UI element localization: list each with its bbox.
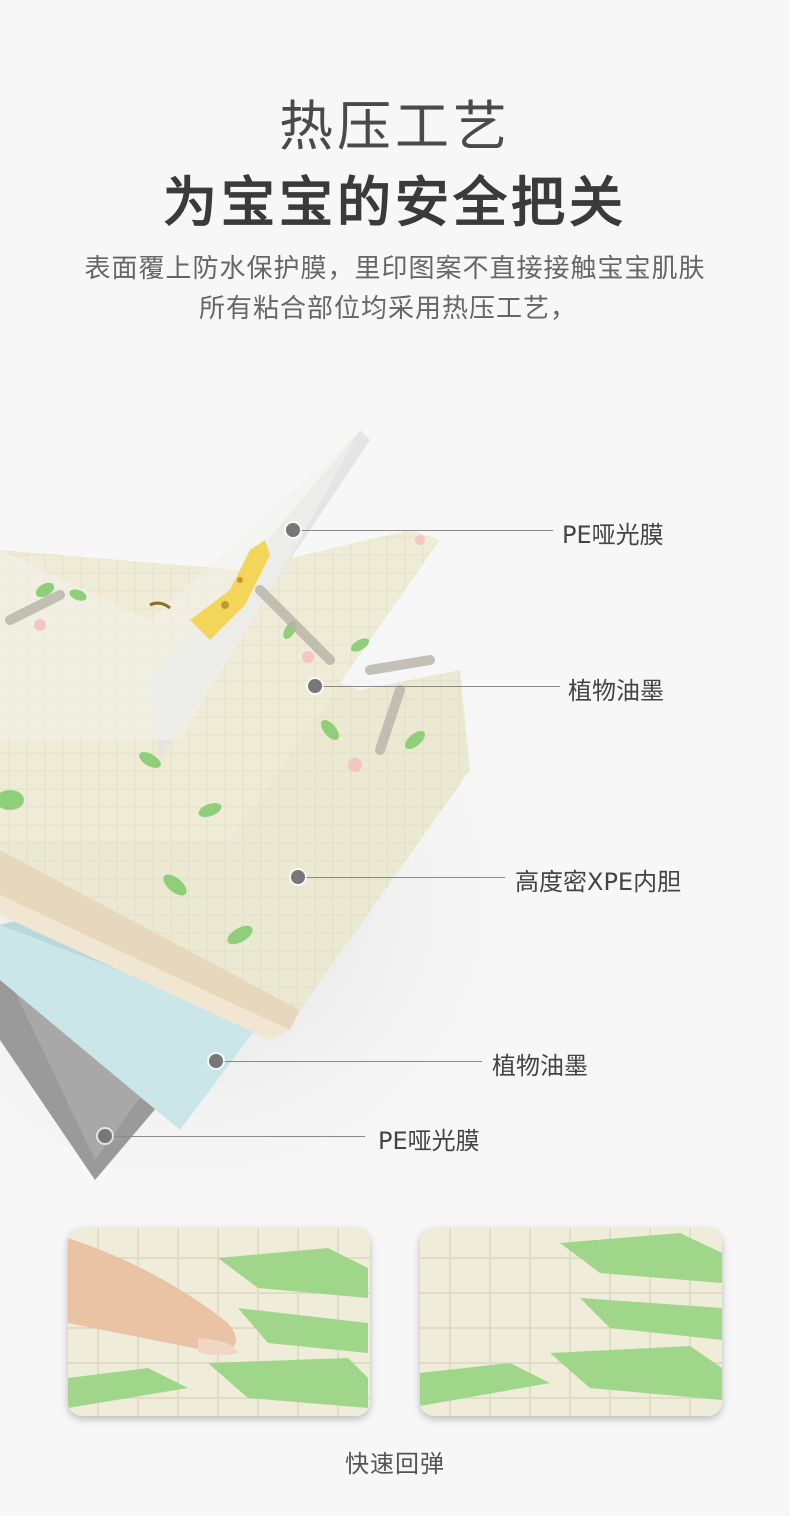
title-line-1: 热压工艺 [279,95,511,158]
finger-illustration [68,1238,236,1353]
layer-label-xpe-core: 高度密XPE内胆 [515,868,682,896]
title-line-2: 为宝宝的安全把关 [163,171,627,234]
callout-line-1 [293,530,553,531]
rebound-photo-restored [420,1228,722,1416]
description-line-2: 所有粘合部位均采用热压工艺， [198,294,577,324]
callout-line-3 [298,877,505,878]
layer-label-pe-film-top: PE哑光膜 [562,521,664,549]
layer-label-plant-ink-bottom: 植物油墨 [492,1052,588,1080]
callout-line-4 [216,1061,482,1062]
description-line-1: 表面覆上防水保护膜，里印图案不直接接触宝宝肌肤 [84,254,706,284]
callout-line-2 [315,686,560,687]
callout-dot-5 [98,1129,112,1143]
layer-label-pe-film-bottom: PE哑光膜 [378,1127,480,1155]
callout-line-5 [105,1136,365,1137]
mat-layers-graphic [0,430,580,1200]
callout-dot-3 [291,870,305,884]
callout-dot-1 [286,523,300,537]
giraffe-illustration [149,540,270,640]
callout-dot-2 [308,679,322,693]
rebound-photo-pressed [68,1228,370,1416]
mat-layers-illustration [0,420,790,1210]
callout-dot-4 [209,1054,223,1068]
rebound-caption: 快速回弹 [345,1450,445,1478]
layer-label-plant-ink-top: 植物油墨 [568,677,664,705]
